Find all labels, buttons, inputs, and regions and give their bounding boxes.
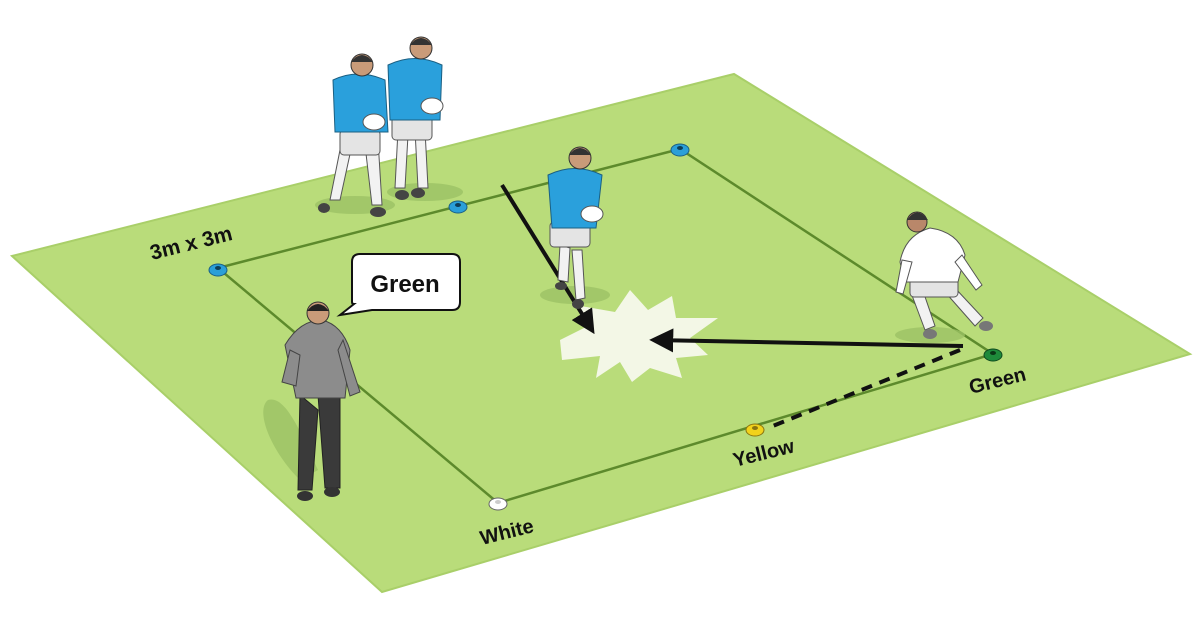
defender-player: [895, 211, 993, 339]
coach: [281, 301, 361, 501]
collision-burst: [560, 290, 718, 382]
blue-cone: [670, 143, 690, 157]
attacker-player: [547, 146, 604, 309]
speech-bubble: Green: [336, 253, 461, 317]
cone-green: [983, 348, 1003, 362]
attacker-player: [387, 36, 444, 200]
cone-yellow: [745, 423, 765, 437]
blue-cone: [208, 263, 228, 277]
blue-cones: [208, 143, 690, 277]
speech-bubble-text: Green: [370, 271, 439, 298]
attacker-player: [318, 53, 389, 217]
cone-white: [488, 497, 508, 511]
dashed-path: [767, 348, 961, 430]
blue-cone: [448, 200, 468, 214]
defender-arrow: [649, 328, 964, 353]
